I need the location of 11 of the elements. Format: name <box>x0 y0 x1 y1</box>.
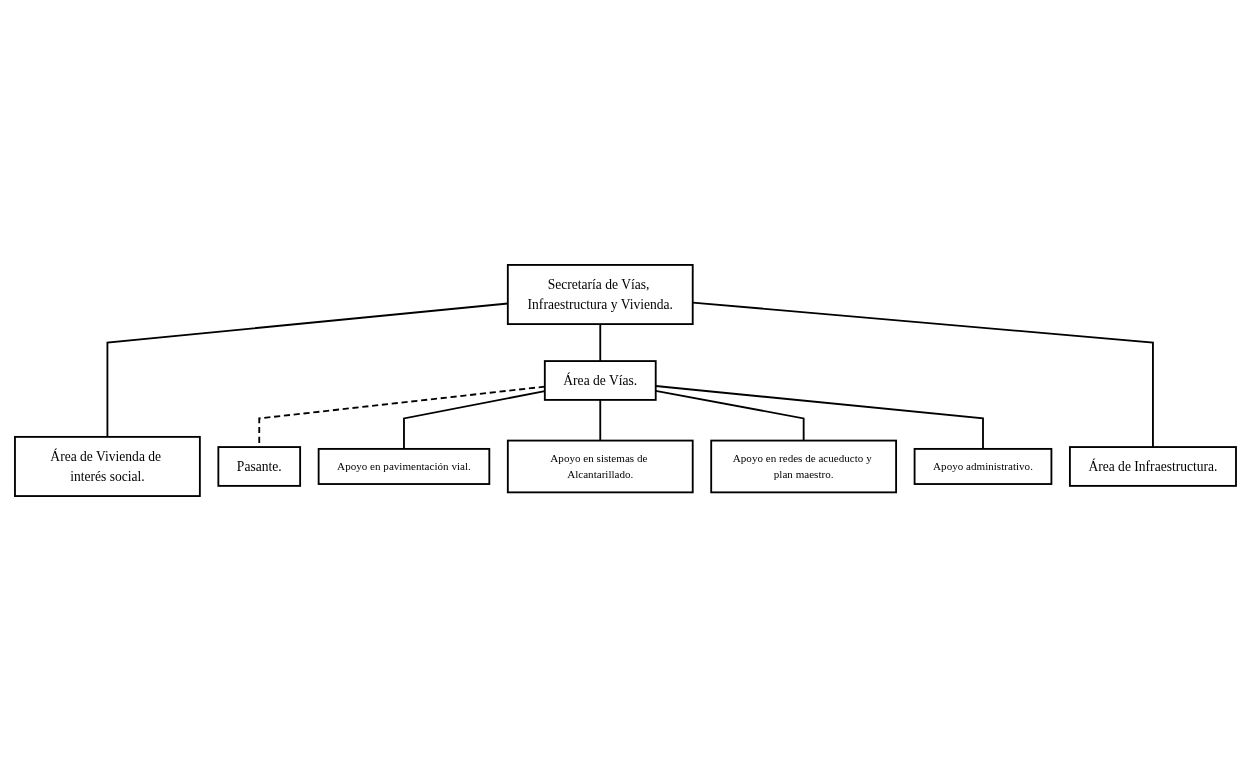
node-box: Apoyo en redes de acueducto y plan maestro. <box>710 439 898 494</box>
node-box: Apoyo administrativo. <box>913 447 1053 485</box>
node-box: Secretaría de Vías, Infraestructura y Vivienda. <box>506 264 694 326</box>
node-box: Área de Vías. <box>543 360 657 401</box>
node-box: Área de Vivienda de interés social. <box>14 435 201 497</box>
node-box: Pasante. <box>217 446 302 487</box>
connector <box>599 399 602 442</box>
node-box: Apoyo en pavimentación vial. <box>317 447 491 485</box>
connector <box>599 323 602 362</box>
node-box: Apoyo en sistemas de Alcantarillado. <box>506 439 694 494</box>
node-box: Área de Infraestructura. <box>1069 446 1237 487</box>
